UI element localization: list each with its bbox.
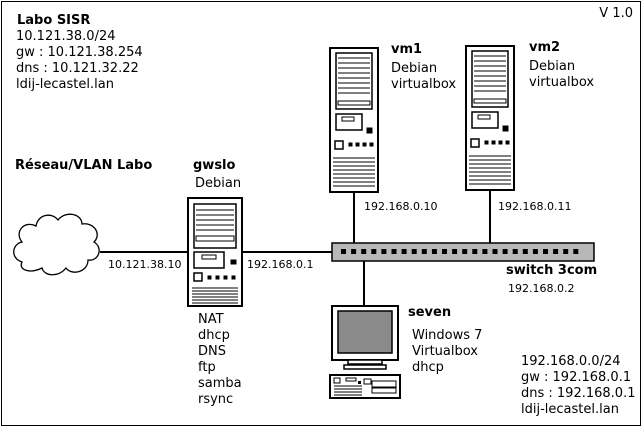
switch-port — [351, 249, 357, 254]
switch-port — [553, 249, 559, 254]
gwslo-wan-ip: 10.121.38.10 — [108, 258, 182, 271]
switch-port — [391, 249, 397, 254]
switch-port — [371, 249, 377, 254]
switch-port — [401, 249, 407, 254]
switch-port — [431, 249, 437, 254]
switch-port — [442, 249, 447, 254]
gwslo-service: rsync — [198, 392, 234, 407]
switch-port — [532, 249, 538, 254]
gwslo-service: DNS — [198, 344, 226, 359]
switch-port — [492, 249, 498, 254]
server-tower-icon-gwslo — [187, 197, 243, 307]
switch-port — [341, 249, 346, 254]
vm2-hypervisor: virtualbox — [529, 75, 595, 90]
gwslo-lan-ip: 192.168.0.1 — [247, 258, 314, 271]
server-tower-icon-vm2 — [465, 45, 515, 191]
lan-domain: ldij-lecastel.lan — [521, 402, 619, 417]
switch-port — [381, 249, 387, 254]
gwslo-os: Debian — [195, 176, 242, 191]
seven-name: seven — [408, 305, 452, 320]
seven-addressing: dhcp — [412, 360, 444, 375]
vm1-os: Debian — [391, 61, 438, 76]
vm2-name: vm2 — [529, 40, 561, 55]
switch-port — [421, 249, 427, 254]
switch-name: switch 3com — [506, 263, 598, 278]
seven-hypervisor: Virtualbox — [412, 344, 478, 359]
vm1-hypervisor: virtualbox — [391, 77, 457, 92]
version-label: V 1.0 — [599, 6, 633, 21]
switch-port — [512, 249, 518, 254]
labo-gateway: gw : 10.121.38.254 — [16, 45, 143, 60]
gwslo-service: NAT — [198, 312, 224, 327]
switch-port — [522, 249, 528, 254]
switch-port — [462, 249, 468, 254]
switch-port — [563, 249, 569, 254]
cloud-icon — [13, 213, 100, 276]
lan-gateway: gw : 192.168.0.1 — [521, 370, 632, 385]
labo-dns: dns : 10.121.32.22 — [16, 61, 139, 76]
vm2-ip: 192.168.0.11 — [498, 200, 572, 213]
switch-port — [452, 249, 458, 254]
labo-domain: ldij-lecastel.lan — [16, 77, 114, 92]
switch-port — [573, 249, 579, 254]
switch-port — [502, 249, 508, 254]
labo-title: Labo SISR — [17, 13, 91, 28]
gwslo-name: gwslo — [193, 158, 236, 173]
labo-subnet: 10.121.38.0/24 — [16, 29, 116, 44]
switch-port — [472, 249, 478, 254]
switch-port — [543, 249, 548, 254]
switch-ip: 192.168.0.2 — [508, 282, 575, 295]
switch-port — [361, 249, 367, 254]
vm2-os: Debian — [529, 59, 576, 74]
lan-subnet: 192.168.0.0/24 — [521, 354, 621, 369]
gwslo-service: ftp — [198, 360, 216, 375]
vm1-name: vm1 — [391, 42, 423, 57]
lan-dns: dns : 192.168.0.1 — [521, 386, 636, 401]
switch-port — [411, 249, 417, 254]
workstation-icon-seven — [329, 305, 401, 399]
seven-os: Windows 7 — [412, 328, 483, 343]
vm1-ip: 192.168.0.10 — [364, 200, 438, 213]
switch-icon — [331, 242, 595, 262]
gwslo-service: samba — [198, 376, 242, 391]
switch-port — [482, 249, 488, 254]
server-tower-icon-vm1 — [329, 47, 379, 193]
gwslo-service: dhcp — [198, 328, 230, 343]
network-label: Réseau/VLAN Labo — [15, 158, 153, 173]
